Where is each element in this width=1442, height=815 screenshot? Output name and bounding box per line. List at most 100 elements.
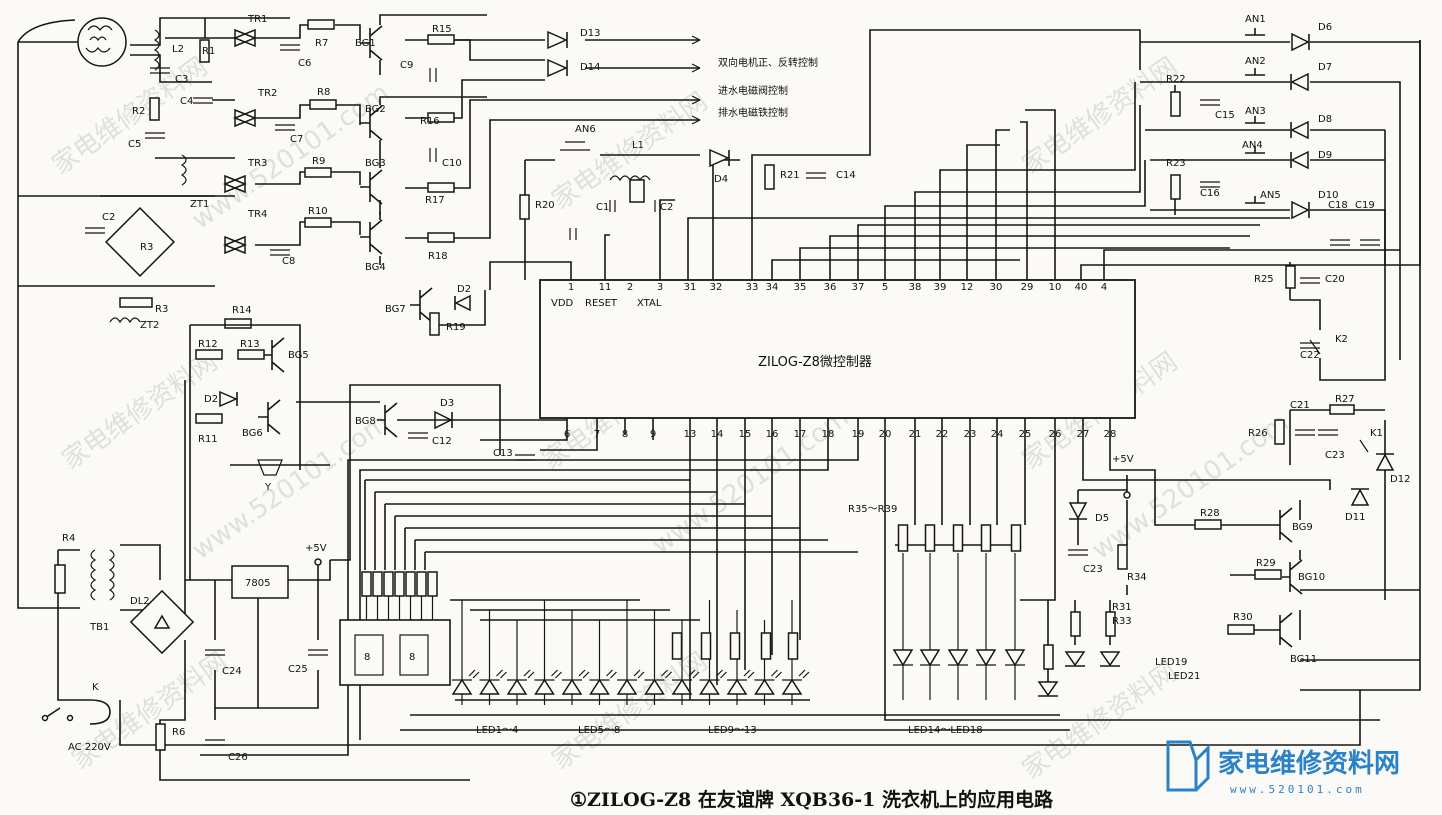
label-c20: C20 — [1325, 274, 1345, 285]
label-r16: R16 — [420, 116, 440, 127]
label-k: K — [92, 682, 99, 693]
transistor-bg2-icon — [360, 105, 383, 141]
transistor-bg3-icon — [360, 169, 383, 205]
seven-seg-display — [339, 619, 451, 686]
capacitor-icon — [280, 44, 300, 51]
led-icon — [947, 649, 969, 667]
label-c23-lower: C23 — [1083, 564, 1103, 575]
label-c18: C18 — [1328, 200, 1348, 211]
buzzer-icon — [257, 459, 283, 476]
transistor-bg5-icon — [264, 337, 285, 373]
label-c13: C13 — [493, 448, 513, 459]
label-d7: D7 — [1318, 62, 1332, 73]
label-d4: D4 — [714, 174, 728, 185]
label-led19: LED19 — [1155, 657, 1187, 668]
resistor-icon — [1170, 91, 1181, 117]
mcu-bottom-pin-number: 7 — [594, 429, 600, 440]
capacitor-icon — [1300, 342, 1320, 349]
r35-r39-resistors — [897, 524, 1022, 552]
label-l1: L1 — [632, 140, 644, 151]
label-d5: D5 — [1095, 513, 1109, 524]
power-switch-icon[interactable] — [44, 699, 111, 725]
label-k1: K1 — [1370, 428, 1383, 439]
key-an1-icon[interactable] — [1240, 28, 1270, 43]
label-led9-13: LED9～13 — [708, 725, 757, 736]
resistor-icon — [119, 297, 153, 308]
key-an4-icon[interactable] — [1240, 146, 1270, 161]
diode-d11-icon — [1350, 488, 1370, 506]
regulator-label: 7805 — [245, 578, 270, 589]
label-bg4: BG4 — [365, 262, 386, 273]
label-d12: D12 — [1390, 474, 1410, 485]
label-tb1: TB1 — [89, 622, 109, 633]
label-r17: R17 — [425, 195, 445, 206]
label-r13: R13 — [240, 339, 260, 350]
key-an5-icon[interactable] — [1240, 196, 1270, 211]
label-r23: R23 — [1166, 158, 1186, 169]
note-motor-control: 双向电机正、反转控制 — [718, 56, 818, 69]
diode-d9-icon — [1290, 150, 1309, 170]
label-r10: R10 — [308, 206, 328, 217]
label-bg8: BG8 — [355, 416, 376, 427]
label-bg3: BG3 — [365, 158, 386, 169]
label-tr1: TR1 — [247, 14, 267, 25]
label-r3-bridge: R3 — [140, 242, 153, 253]
resistor-icon — [787, 632, 799, 660]
label-r31: R31 — [1112, 602, 1132, 613]
resistor-icon — [427, 34, 455, 45]
label-r11: R11 — [198, 434, 218, 445]
resistor-icon — [980, 524, 992, 552]
resistor-icon — [519, 194, 530, 220]
label-bg7: BG7 — [385, 304, 406, 315]
label-r1: R1 — [202, 46, 215, 57]
label-y: Y — [264, 482, 272, 493]
resistor-icon — [1170, 174, 1181, 200]
label-d11: D11 — [1345, 512, 1365, 523]
terminal-icon — [41, 714, 49, 722]
label-plus5v-right: +5V — [1112, 454, 1134, 465]
mcu-bottom-pin-number: 13 — [684, 429, 697, 440]
mcu-top-pin-number: 5 — [882, 282, 888, 293]
key-an2-icon[interactable] — [1240, 68, 1270, 83]
label-bg5: BG5 — [288, 350, 309, 361]
capacitor-icon — [1068, 549, 1088, 556]
resistor-icon — [1274, 419, 1285, 445]
triac-tr3-icon — [222, 174, 248, 194]
resistor-icon — [307, 19, 335, 30]
capacitor-icon — [429, 148, 437, 162]
label-c9: C9 — [400, 60, 413, 71]
capacitor-icon — [1200, 181, 1220, 188]
capacitor-icon — [205, 649, 225, 656]
label-zt2: ZT2 — [140, 320, 159, 331]
transformer-icon — [90, 549, 115, 601]
switch-icon[interactable] — [560, 141, 590, 151]
resistor-icon — [427, 112, 455, 123]
mcu-top-pin-number: 10 — [1049, 282, 1062, 293]
digit-2: 8 — [409, 652, 415, 663]
label-c19: C19 — [1355, 200, 1375, 211]
label-c7: C7 — [290, 134, 303, 145]
resistor-icon — [304, 167, 332, 178]
resistor-icon — [309, 99, 337, 110]
watermark-url: www.520101.com — [187, 408, 395, 566]
mcu-bottom-pin-number: 24 — [991, 429, 1004, 440]
label-c3: C3 — [175, 74, 188, 85]
label-led21: LED21 — [1168, 671, 1200, 682]
mcu-bottom-pin-number: 26 — [1049, 429, 1062, 440]
label-an1: AN1 — [1245, 14, 1266, 25]
label-r22: R22 — [1166, 74, 1186, 85]
label-r20: R20 — [535, 200, 555, 211]
diode-d4-icon — [709, 148, 730, 168]
label-c24: C24 — [222, 666, 242, 677]
resistor-icon — [195, 413, 223, 424]
resistor-icon — [405, 571, 416, 597]
relay-k1-icon — [1359, 439, 1369, 453]
figure-caption: ①ZILOG-Z8 在友谊牌 XQB36-1 洗衣机上的应用电路 — [570, 788, 1054, 811]
mcu-top-pin-number: 36 — [824, 282, 837, 293]
resistor-icon — [427, 182, 455, 193]
key-an3-icon[interactable] — [1240, 116, 1270, 131]
label-c22: C22 — [1300, 350, 1320, 361]
watermark-text: 家电维修资料网 — [67, 647, 233, 776]
watermark-url: www.520101.com — [187, 78, 395, 236]
resistor-icon — [1010, 524, 1022, 552]
